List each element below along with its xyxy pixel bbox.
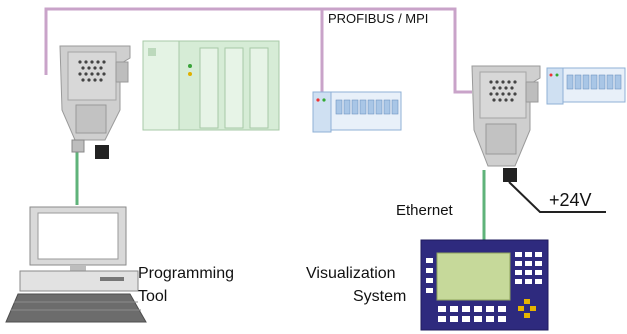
programming-tool-computer [5, 206, 147, 323]
visualization-hmi-panel [420, 239, 549, 331]
power-24v-label: +24V [549, 190, 592, 210]
visualization-system-label-line2: System [353, 288, 407, 305]
programming-tool-label-line2: Tool [138, 288, 168, 305]
ethernet-label: Ethernet [396, 202, 453, 219]
visualization-system-label-line1: Visualization [306, 265, 396, 282]
programming-tool-label-line1: Programming [138, 265, 235, 282]
plc-rack [142, 40, 280, 131]
io-module-middle [312, 91, 402, 133]
profibus-cable [44, 7, 472, 94]
profibus-connector-right [471, 65, 541, 182]
profibus-mpi-label: PROFIBUS / MPI [328, 11, 429, 26]
ethernet-cable [75, 152, 486, 240]
profibus-connector-left [59, 45, 131, 159]
power-cable [508, 181, 606, 213]
io-module-right [546, 67, 626, 105]
